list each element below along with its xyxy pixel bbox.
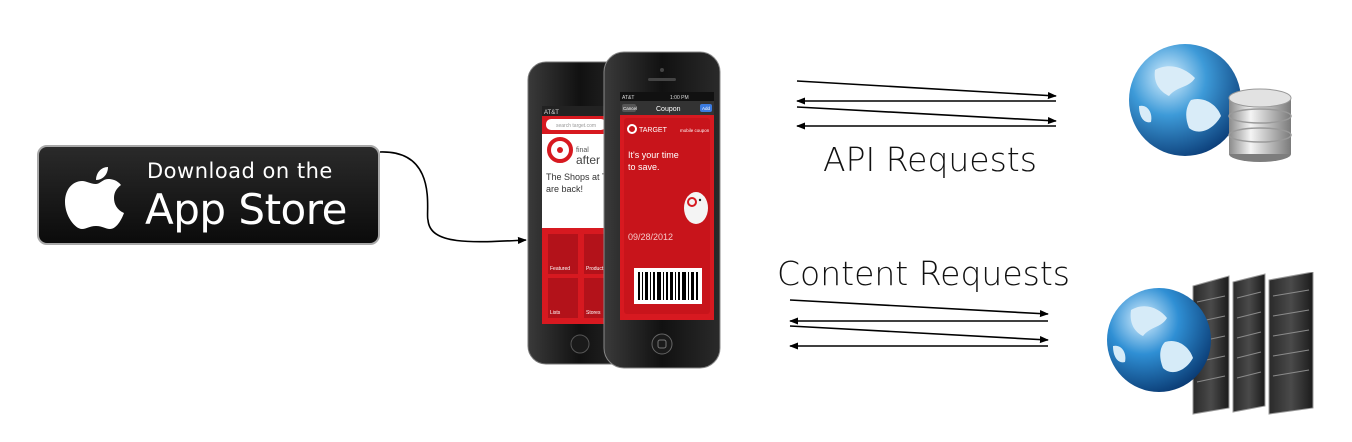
tile-stores-label: Stores [586,310,601,316]
coupon-brand: TARGET [639,127,668,134]
tile-lists-label: Lists [550,310,561,316]
coupon-message-1: It's your time [628,150,679,160]
app-store-badge[interactable]: Download on the App Store [37,145,380,245]
coupon-nav-title: Coupon [656,106,681,113]
front-home-button [651,333,673,355]
coupon-cancel-label: Cancel [623,106,637,111]
database-cylinder [1228,88,1292,162]
tile-featured-label: Featured [550,266,570,272]
badge-line-1: Download on the [147,159,333,183]
globe-server-rack-icon [1107,272,1314,415]
phones-illustration: AT&T search target.com final after The S… [527,51,721,369]
coupon-tag: mobile coupon [680,128,710,133]
back-promo-word2: after [576,153,600,167]
content-requests-label: Content Requests [777,254,1070,293]
back-promo-word1: final [576,147,589,154]
globe-database-icon [1129,44,1292,162]
back-home-button [570,334,590,354]
coupon-add-label: Add [702,106,711,111]
content-arrow-3 [789,325,1049,344]
barcode-bars [638,272,698,300]
target-logo-icon [547,137,573,163]
api-requests-label: API Requests [823,140,1037,179]
coupon-message-2: to save. [628,162,660,172]
api-arrow-1 [796,80,1057,100]
back-search-field [546,119,606,130]
back-headline-1: The Shops at T [546,172,608,182]
content-arrow-1 [789,299,1049,318]
front-phone: AT&T 1:00 PM Cancel Coupon Add TARGET mo… [603,51,721,369]
download-connector-arrow [379,151,527,245]
coupon-date: 09/28/2012 [628,232,673,242]
api-arrow-3 [796,106,1057,125]
badge-line-2: App Store [145,185,347,234]
tile-lists[interactable] [548,278,578,318]
front-time: 1:00 PM [670,95,689,101]
api-request-arrows [796,80,1057,130]
tile-featured[interactable] [548,234,578,274]
apple-logo-icon [65,167,124,229]
server-rack [1192,272,1314,415]
target-bullseye-icon [627,124,637,134]
back-search-placeholder: search target.com [556,123,596,129]
content-request-arrows [789,299,1049,350]
coupon-cancel-button[interactable] [622,104,636,112]
tile-products-label: Products [586,266,606,272]
front-carrier: AT&T [622,95,634,101]
coupon-add-button[interactable] [700,104,712,112]
back-carrier: AT&T [544,110,559,116]
back-headline-2: are back! [546,184,583,194]
bullseye-dog-image [684,192,708,224]
